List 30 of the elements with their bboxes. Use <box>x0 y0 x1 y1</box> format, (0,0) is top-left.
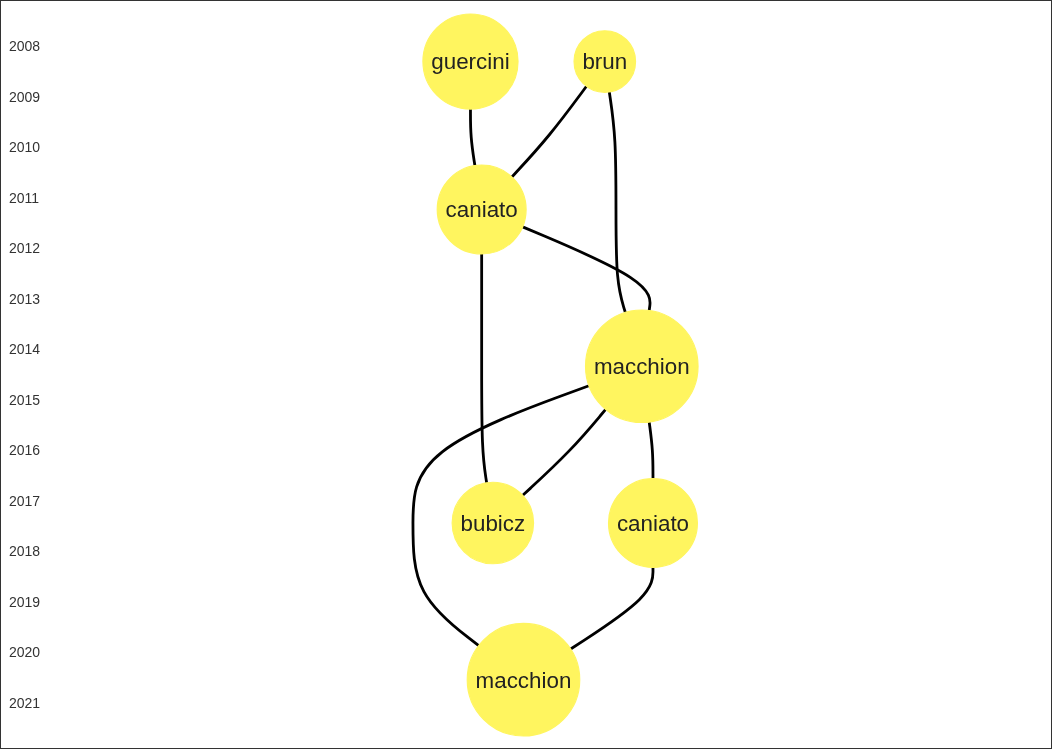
connector <box>480 253 489 483</box>
year-label: 2014 <box>8 341 42 358</box>
node-circle: caniato <box>437 164 528 255</box>
year-label: 2011 <box>8 189 41 206</box>
node-circle: macchion <box>585 308 700 423</box>
year-label: 2016 <box>8 442 42 459</box>
connector <box>570 567 655 650</box>
year-label: 2020 <box>8 644 42 661</box>
year-label: 2009 <box>8 88 42 105</box>
year-label: 2021 <box>8 694 42 711</box>
year-label: 2017 <box>8 492 42 509</box>
year-label: 2012 <box>8 240 42 257</box>
year-label: 2008 <box>8 38 42 55</box>
year-label: 2018 <box>8 543 42 560</box>
node-circle: caniato <box>608 477 699 568</box>
year-label: 2013 <box>8 290 42 307</box>
connector <box>469 108 477 166</box>
node-circle: bubicz <box>452 481 535 564</box>
connector <box>522 225 652 311</box>
year-label: 2019 <box>8 593 42 610</box>
connector <box>522 408 608 496</box>
connector <box>511 84 589 178</box>
connector <box>412 383 590 647</box>
connector <box>608 91 628 313</box>
year-label: 2015 <box>8 391 42 408</box>
node-circle: macchion <box>467 622 581 737</box>
node-circle: brun <box>573 29 637 93</box>
connector <box>648 421 655 479</box>
year-label: 2010 <box>8 139 42 156</box>
node-circle: guercini <box>422 12 520 110</box>
